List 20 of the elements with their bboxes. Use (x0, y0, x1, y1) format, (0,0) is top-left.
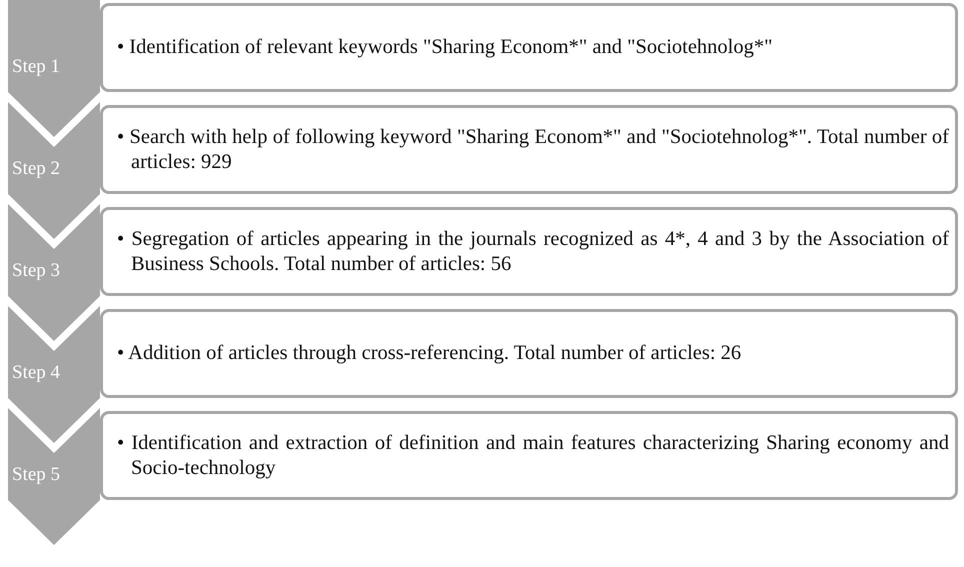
step-label: Step 2 (11, 158, 62, 180)
step-description: • Search with help of following keyword "Sharing Econom*" and "Sociotehnolog*". Total number of articles: 929 (117, 124, 949, 174)
step-description: • Identification of relevant keywords "Sharing Econom*" and "Sociotehnolog*" (117, 35, 772, 60)
step-box (100, 3, 958, 92)
step-box (100, 411, 958, 500)
step-label: Step 1 (11, 56, 62, 78)
step-box (100, 105, 958, 194)
step-description: • Addition of articles through cross-referencing. Total number of articles: 26 (117, 341, 742, 366)
step-tab (8, 306, 100, 443)
step-tab (8, 0, 100, 137)
step-label: Step 4 (11, 362, 62, 384)
step-tab (8, 102, 100, 239)
step-description: • Segregation of articles appearing in the journals recognized as 4*, 4 and 3 by the Association of Business Schools. Total number of articles: 56 (117, 226, 949, 276)
step-tab (8, 204, 100, 341)
step-box (100, 207, 958, 296)
step-label: Step 3 (11, 260, 62, 282)
step-description: • Identification and extraction of definition and main features characterizing Sharing economy and Socio-technology (117, 430, 949, 480)
step-box (100, 309, 958, 398)
step-tab (8, 408, 100, 545)
step-label: Step 5 (11, 464, 62, 486)
